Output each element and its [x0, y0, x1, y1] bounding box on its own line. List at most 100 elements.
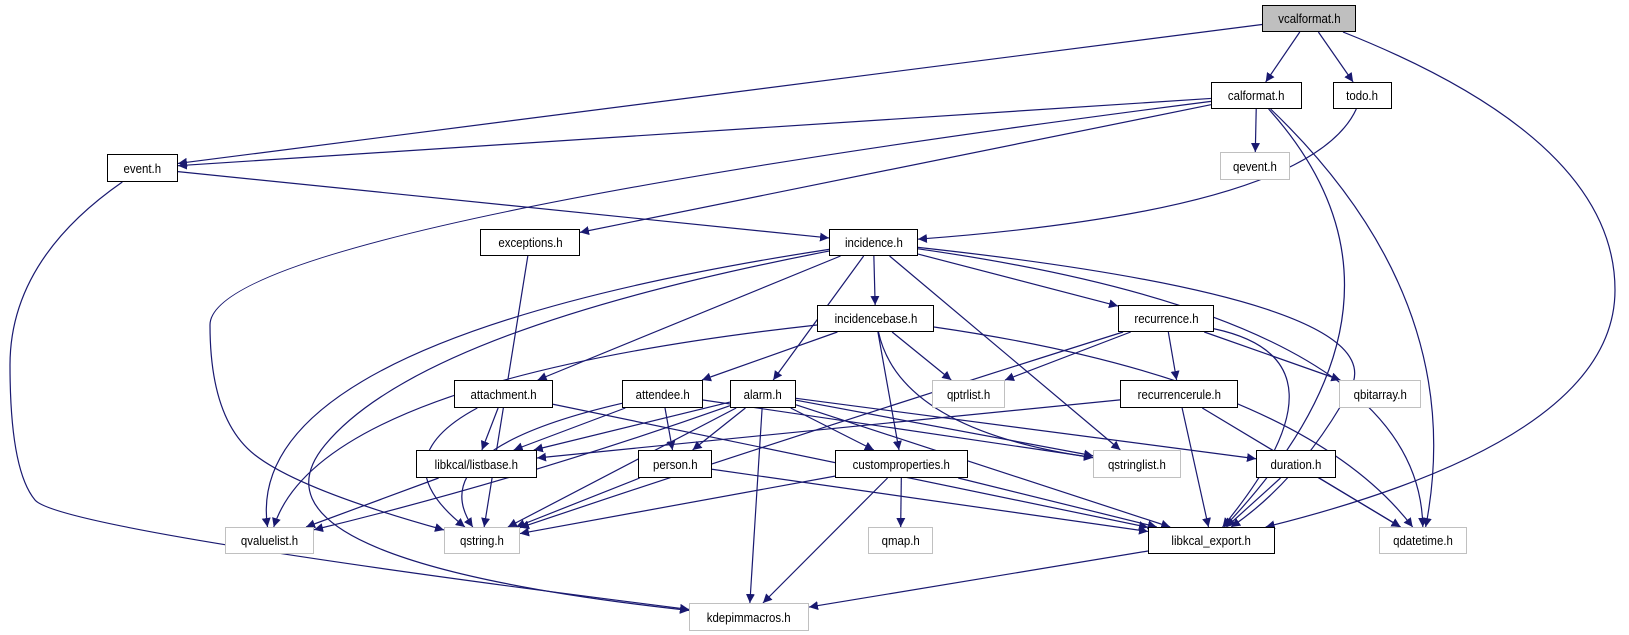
edge-attachment-to-listbase	[480, 407, 499, 451]
node-label: duration.h	[1270, 456, 1322, 472]
edge-incidencebase-to-qdatetime	[933, 326, 1414, 528]
node-qptrlist: qptrlist.h	[932, 380, 1005, 408]
node-attachment[interactable]: attachment.h	[454, 380, 553, 408]
node-qdatetime: qdatetime.h	[1379, 527, 1467, 554]
edge-recurrence-to-recurrencerule	[1167, 331, 1180, 381]
node-person[interactable]: person.h	[638, 450, 712, 478]
edge-libkcal_export-to-kdepimmacros	[808, 550, 1149, 611]
node-label: customproperties.h	[852, 456, 951, 472]
edge-incidencebase-to-customproperties	[877, 331, 902, 451]
edge-incidencebase-to-attendee	[701, 331, 838, 382]
edge-person-to-libkcal_export	[711, 468, 1149, 535]
node-qstringlist: qstringlist.h	[1093, 450, 1181, 478]
edge-recurrence-to-qstring	[519, 331, 1124, 530]
edge-recurrencerule-to-listbase	[536, 399, 1121, 462]
edge-todo-to-incidence	[917, 108, 1357, 244]
node-label: qstring.h	[460, 533, 504, 548]
node-recurrence[interactable]: recurrence.h	[1118, 305, 1214, 332]
node-alarm[interactable]: alarm.h	[730, 380, 796, 408]
node-todo[interactable]: todo.h	[1333, 82, 1392, 109]
node-label: qstringlist.h	[1108, 456, 1166, 472]
node-label: vcalformat.h	[1277, 11, 1341, 26]
node-label: incidence.h	[844, 235, 903, 250]
edge-calformat-to-qdatetime	[1270, 108, 1435, 528]
edge-alarm-to-qstring	[507, 407, 737, 528]
node-label: kdepimmacros.h	[707, 609, 791, 625]
node-qmap: qmap.h	[868, 527, 933, 554]
node-exceptions[interactable]: exceptions.h	[480, 229, 580, 256]
edge-incidence-to-libkcal_export	[917, 246, 1356, 528]
node-label: exceptions.h	[497, 235, 563, 250]
edge-calformat-to-qstring	[209, 100, 1212, 532]
edge-listbase-to-qvaluelist	[305, 477, 439, 529]
edge-vcalformat-to-calformat	[1265, 31, 1301, 83]
node-label: attachment.h	[470, 386, 537, 402]
edge-duration-to-qdatetime	[1318, 477, 1401, 528]
node-label: attendee.h	[635, 386, 690, 402]
edge-attendee-to-person	[664, 407, 676, 451]
edge-recurrence-to-libkcal_export	[1213, 328, 1290, 528]
edge-recurrence-to-qptrlist	[1004, 331, 1131, 382]
node-label: libkcal_export.h	[1171, 533, 1252, 548]
edge-customproperties-to-qmap	[896, 477, 906, 528]
node-label: qvaluelist.h	[240, 533, 299, 548]
edge-attendee-to-qstringlist	[702, 399, 1094, 461]
edge-recurrencerule-to-libkcal_export	[1181, 407, 1211, 528]
edge-calformat-to-event	[177, 97, 1212, 170]
edge-alarm-to-duration	[795, 397, 1257, 463]
edge-incidence-to-qvaluelist	[261, 248, 830, 528]
edge-incidence-to-qdatetime	[917, 248, 1428, 528]
node-incidencebase[interactable]: incidencebase.h	[817, 305, 934, 332]
node-label: qbitarray.h	[1353, 386, 1407, 402]
edge-vcalformat-to-libkcal_export	[1265, 31, 1616, 530]
node-qstring: qstring.h	[444, 527, 520, 554]
edge-customproperties-to-libkcal_export	[958, 477, 1157, 530]
node-qvaluelist: qvaluelist.h	[225, 527, 314, 554]
node-label: event.h	[123, 160, 162, 176]
node-label: alarm.h	[743, 386, 783, 402]
edge-customproperties-to-qstring	[519, 475, 836, 537]
edge-alarm-to-listbase	[533, 401, 731, 453]
node-vcalformat[interactable]: vcalformat.h	[1262, 5, 1356, 32]
edge-incidencebase-to-qvaluelist	[272, 324, 818, 528]
edge-attendee-to-listbase	[513, 407, 626, 452]
node-listbase[interactable]: libkcal/listbase.h	[416, 450, 537, 478]
edge-vcalformat-to-event	[177, 23, 1263, 167]
edge-person-to-qstring	[515, 477, 640, 528]
node-label: qptrlist.h	[946, 386, 991, 402]
node-incidence[interactable]: incidence.h	[829, 229, 918, 256]
edge-incidencebase-to-qptrlist	[891, 331, 952, 381]
edge-incidence-to-recurrence	[917, 253, 1119, 309]
edge-alarm-to-libkcal_export	[795, 404, 1171, 529]
node-label: person.h	[652, 456, 698, 472]
edge-vcalformat-to-todo	[1317, 31, 1354, 83]
node-label: incidencebase.h	[834, 311, 917, 326]
node-duration[interactable]: duration.h	[1256, 450, 1336, 478]
node-label: todo.h	[1346, 88, 1379, 103]
edge-calformat-to-exceptions	[579, 104, 1212, 236]
edge-customproperties-to-kdepimmacros	[762, 477, 888, 604]
node-kdepimmacros: kdepimmacros.h	[689, 603, 809, 631]
node-label: qdatetime.h	[1393, 533, 1453, 548]
edge-duration-to-libkcal_export	[1226, 477, 1281, 528]
edge-alarm-to-customproperties	[790, 407, 875, 451]
node-calformat[interactable]: calformat.h	[1211, 82, 1302, 109]
node-label: calformat.h	[1228, 88, 1285, 103]
node-qevent: qevent.h	[1220, 152, 1290, 180]
edge-incidence-to-incidencebase	[870, 255, 880, 306]
node-event[interactable]: event.h	[107, 154, 178, 182]
node-libkcal-export[interactable]: libkcal_export.h	[1148, 527, 1275, 554]
node-attendee[interactable]: attendee.h	[622, 380, 703, 408]
edge-alarm-to-qstringlist	[795, 399, 1094, 459]
edge-incidence-to-attachment	[537, 255, 841, 381]
node-label: qmap.h	[881, 533, 920, 548]
edge-calformat-to-qevent	[1250, 108, 1260, 153]
node-label: libkcal/listbase.h	[434, 456, 519, 472]
node-customproperties[interactable]: customproperties.h	[835, 450, 968, 478]
edge-incidence-to-qstringlist	[889, 255, 1121, 451]
edge-event-to-incidence	[177, 171, 830, 242]
node-qbitarray: qbitarray.h	[1339, 380, 1421, 408]
node-recurrencerule[interactable]: recurrencerule.h	[1120, 380, 1238, 408]
edge-event-to-kdepimmacros	[9, 181, 690, 613]
